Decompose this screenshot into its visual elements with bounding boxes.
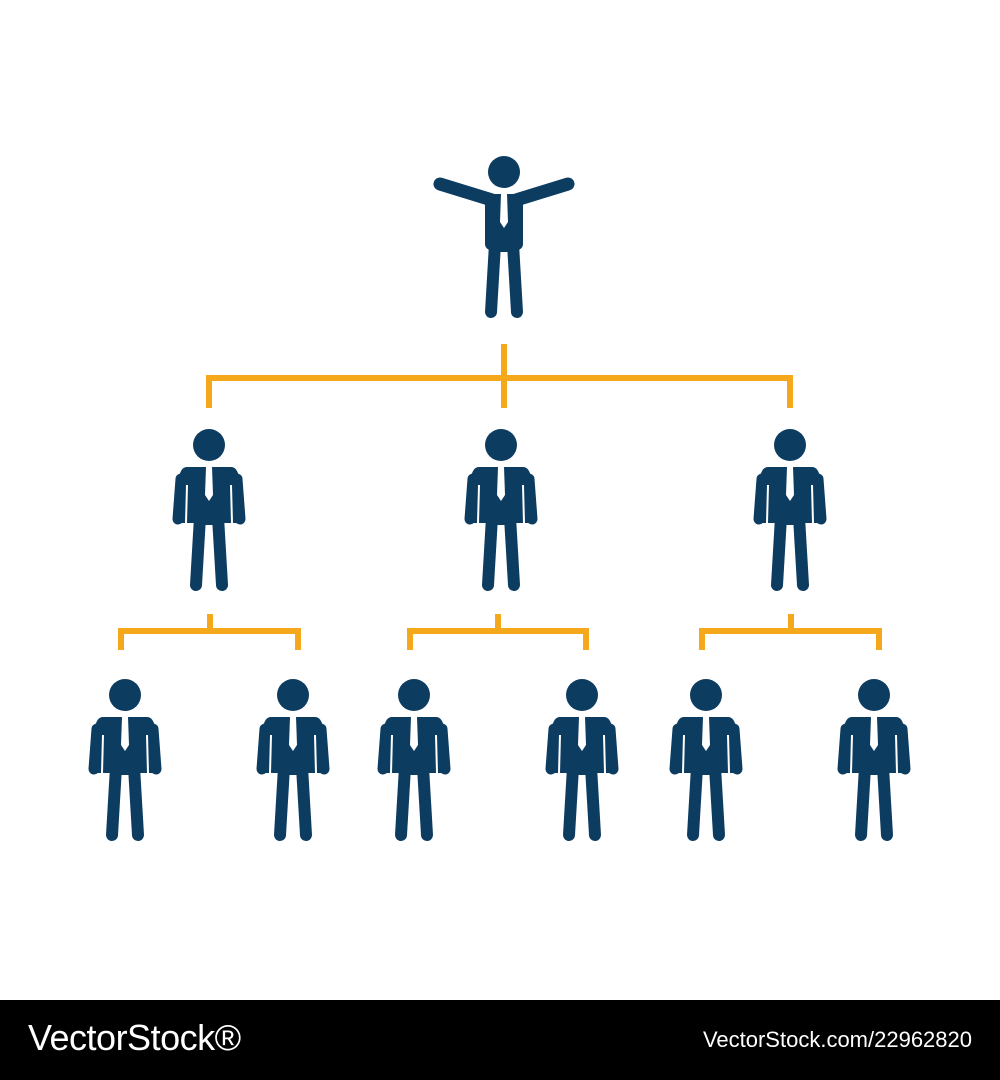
people-group — [88, 156, 911, 841]
tie-icon — [121, 717, 129, 751]
vectorstock-logo: VectorStock® — [28, 1017, 241, 1058]
tie-icon — [578, 717, 586, 751]
employee-person-icon — [256, 679, 330, 841]
employee-person-icon — [545, 679, 619, 841]
org-chart-diagram — [88, 156, 911, 841]
employee-person-icon — [669, 679, 743, 841]
tie-icon — [410, 717, 418, 751]
watermark-bar: VectorStock® VectorStock.com/22962820 — [0, 1000, 1000, 1080]
employee-person-icon — [88, 679, 162, 841]
tie-icon — [289, 717, 297, 751]
tie-icon — [870, 717, 878, 751]
employee-person-icon — [837, 679, 911, 841]
manager-person-icon — [464, 429, 538, 591]
manager-person-icon — [753, 429, 827, 591]
tie-icon — [702, 717, 710, 751]
tie-icon — [786, 467, 794, 501]
leader-person-icon — [433, 156, 575, 318]
tie-icon — [497, 467, 505, 501]
connector-lines — [118, 344, 882, 650]
employee-person-icon — [377, 679, 451, 841]
tie-icon — [205, 467, 213, 501]
manager-person-icon — [172, 429, 246, 591]
stock-id-text: VectorStock.com/22962820 — [702, 1027, 972, 1052]
tie-icon — [500, 194, 508, 228]
